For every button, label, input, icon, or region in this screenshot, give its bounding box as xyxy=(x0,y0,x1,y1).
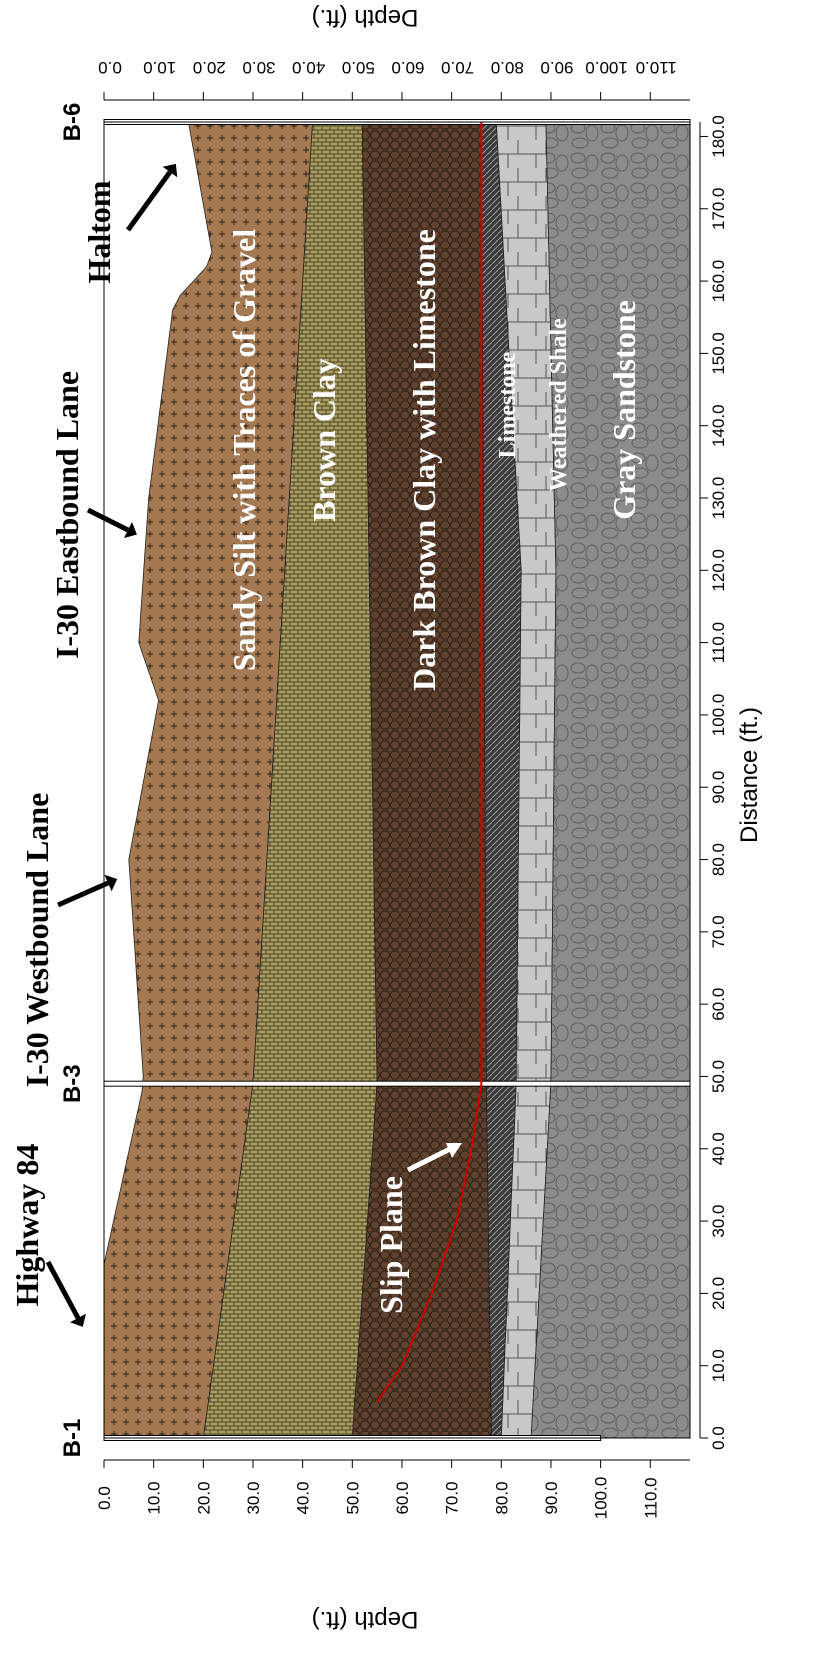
x-axis-title: Distance (ft.) xyxy=(736,707,763,843)
slip-plane-arrowhead xyxy=(446,1143,462,1158)
annotation-arrow xyxy=(45,1260,81,1320)
y-tick-label-left: 10.0 xyxy=(145,1481,164,1514)
y-tick-label-right: 80.0 xyxy=(491,58,524,77)
borehole-label: B-3 xyxy=(59,1064,86,1103)
y-tick-label-right: 90.0 xyxy=(540,58,573,77)
borehole-label: B-1 xyxy=(59,1419,86,1458)
annotation-arrowhead xyxy=(162,163,178,178)
x-tick-label: 150.0 xyxy=(709,332,728,375)
y-tick-label-left: 40.0 xyxy=(294,1481,313,1514)
y-tick-label-left: 100.0 xyxy=(592,1477,611,1520)
y-tick-label-left: 80.0 xyxy=(492,1481,511,1514)
axis-ticks: 0.0 10.0 20.0 30.0 40.0 50.0 60.0 70.0 80.0 90.0 1… xyxy=(95,58,728,1519)
x-tick-label: 140.0 xyxy=(709,404,728,447)
y-axis-title-left: Depth (ft.) xyxy=(312,1606,419,1633)
borehole-b-3 xyxy=(103,1080,691,1087)
y-tick-label-right: 40.0 xyxy=(292,58,325,77)
annotation-arrowhead xyxy=(123,521,137,539)
plot-frame xyxy=(103,121,691,1439)
layer-label: Brown Clay xyxy=(306,358,342,522)
x-tick-label: 160.0 xyxy=(709,260,728,303)
annotation-arrowhead xyxy=(104,874,118,892)
x-tick-label: 90.0 xyxy=(709,771,728,804)
annotation-arrow xyxy=(86,507,130,533)
x-tick-label: 70.0 xyxy=(709,915,728,948)
x-tick-label: 130.0 xyxy=(709,477,728,520)
road-annotation: I-30 Westbound Lane xyxy=(19,793,55,1088)
slip-plane-line xyxy=(376,122,483,1403)
road-annotation: Highway 84 xyxy=(9,1144,45,1307)
soil-layers xyxy=(103,121,691,1439)
y-tick-label-right: 0.0 xyxy=(98,58,122,77)
y-tick-label-left: 110.0 xyxy=(641,1477,660,1518)
x-tick-label: 110.0 xyxy=(709,622,728,663)
y-tick-label-right: 110.0 xyxy=(636,58,677,77)
x-tick-label: 60.0 xyxy=(709,988,728,1021)
y-tick-label-left: 60.0 xyxy=(393,1481,412,1514)
x-tick-label: 100.0 xyxy=(709,694,728,737)
layer-label: Sandy Silt with Traces of Gravel xyxy=(226,229,262,671)
layer-label: Gray Sandstone xyxy=(606,300,642,520)
y-tick-label-right: 100.0 xyxy=(585,58,628,77)
layer-label: Weathered Shale xyxy=(546,318,572,492)
annotation-arrowhead xyxy=(70,1313,86,1327)
slip-plane-arrow xyxy=(406,1145,454,1173)
x-tick-label: 20.0 xyxy=(709,1277,728,1310)
y-tick-label-right: 50.0 xyxy=(342,58,375,77)
x-tick-label: 10.0 xyxy=(709,1349,728,1382)
y-tick-label-left: 20.0 xyxy=(194,1481,213,1514)
y-tick-label-left: 90.0 xyxy=(542,1481,561,1514)
y-tick-label-left: 50.0 xyxy=(343,1481,362,1514)
x-tick-label: 50.0 xyxy=(709,1060,728,1093)
y-tick-label-right: 70.0 xyxy=(441,58,474,77)
borehole-label: B-6 xyxy=(59,103,86,142)
y-tick-label-right: 10.0 xyxy=(143,58,176,77)
y-tick-label-left: 70.0 xyxy=(443,1481,462,1514)
x-tick-label: 180.0 xyxy=(709,115,728,158)
layer-labels: Sandy Silt with Traces of Gravel Brown Cl… xyxy=(9,163,642,1327)
y-tick-label-left: 0.0 xyxy=(95,1486,114,1510)
y-tick-label-right: 30.0 xyxy=(242,58,275,77)
road-annotation: I-30 Eastbound Lane xyxy=(49,371,85,659)
x-tick-label: 120.0 xyxy=(709,549,728,592)
annotation-arrow xyxy=(125,170,173,232)
slip-plane-label: Slip Plane xyxy=(373,1176,409,1314)
y-tick-label-left: 30.0 xyxy=(244,1481,263,1514)
x-tick-label: 40.0 xyxy=(709,1132,728,1165)
layer-label: Limestone xyxy=(495,351,521,458)
x-tick-label: 80.0 xyxy=(709,843,728,876)
y-axis-title-right: Depth (ft.) xyxy=(312,4,419,31)
x-tick-label: 0.0 xyxy=(709,1426,728,1450)
y-tick-label-right: 20.0 xyxy=(193,58,226,77)
x-tick-label: 30.0 xyxy=(709,1205,728,1238)
road-annotation: Haltom xyxy=(81,180,117,283)
layer-label: Dark Brown Clay with Limestone xyxy=(406,229,442,691)
annotation-arrow xyxy=(56,880,110,908)
x-tick-label: 170.0 xyxy=(709,187,728,230)
y-tick-label-right: 60.0 xyxy=(391,58,424,77)
